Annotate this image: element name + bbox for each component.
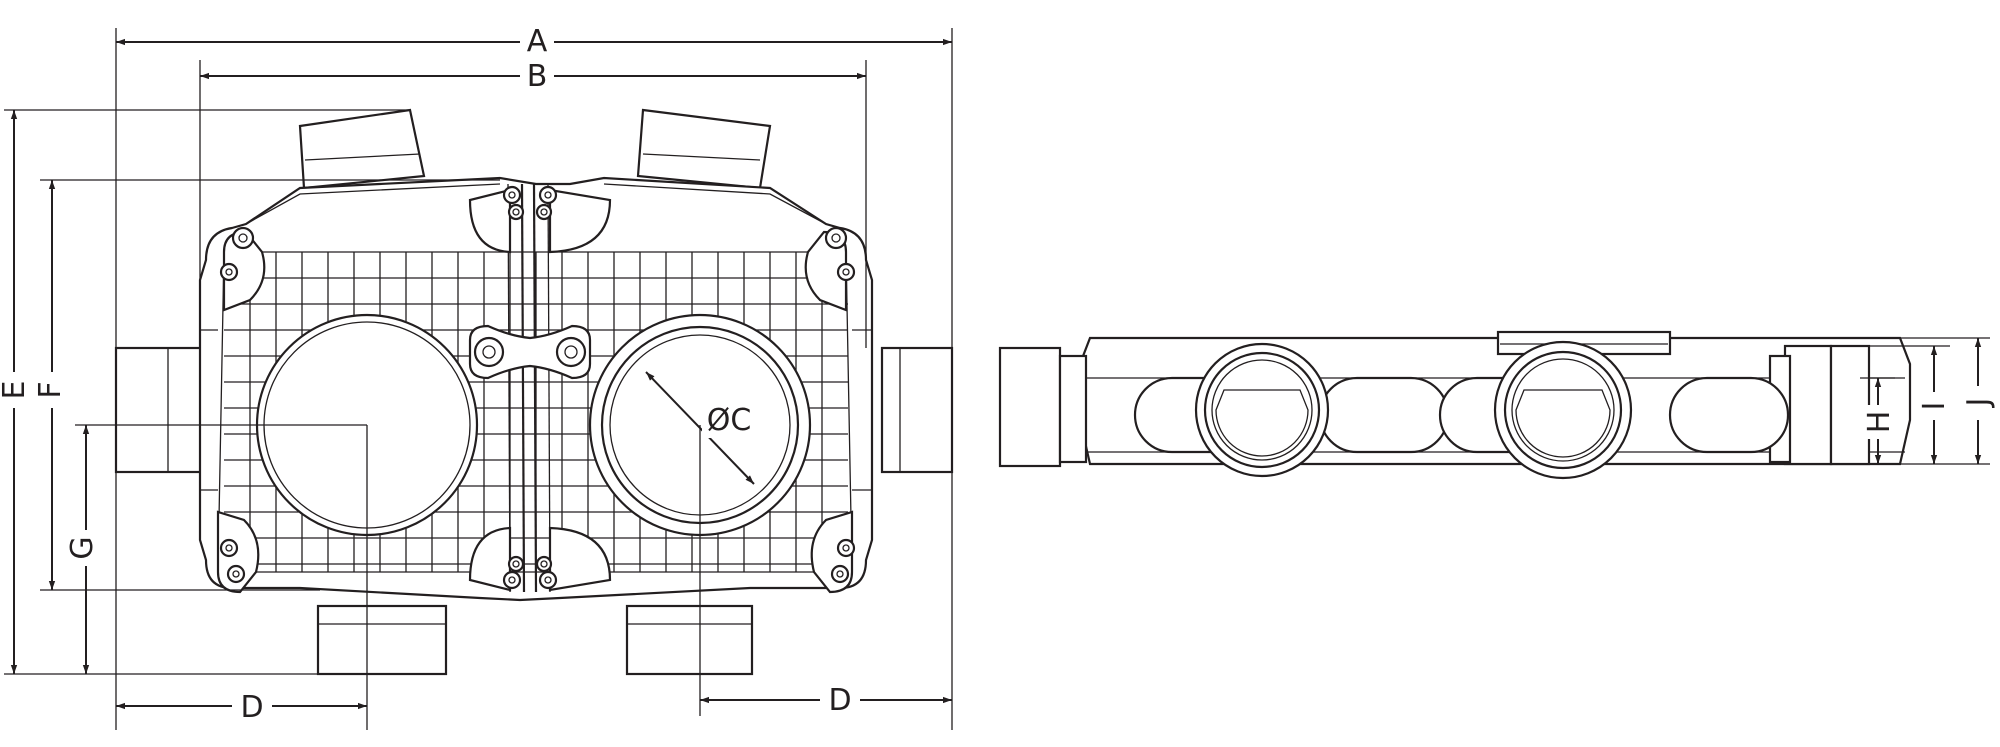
- right-side-spigot: [880, 346, 954, 474]
- dim-d-left-label: D: [240, 690, 263, 725]
- side-left-port: [1194, 342, 1330, 478]
- dim-e-label: E: [0, 381, 32, 400]
- top-right-spigot: [636, 108, 772, 190]
- dim-b-label: B: [527, 59, 548, 94]
- corner-lobes: [216, 188, 854, 594]
- dim-a-label: A: [527, 24, 548, 59]
- side-right-port: [1493, 340, 1633, 480]
- left-side-spigot: [114, 346, 210, 474]
- left-end-spigot: [998, 346, 1088, 468]
- dim-c-label: ØC: [707, 403, 752, 438]
- dimensions: A B E F G D D ØC H I J: [0, 20, 1996, 730]
- bottom-right-spigot: [625, 604, 754, 676]
- dim-h-label: H: [1862, 411, 1897, 434]
- dim-c-line: [645, 371, 755, 485]
- top-left-spigot: [298, 108, 426, 190]
- dim-j-label: J: [1961, 398, 1996, 409]
- dim-f-label: F: [33, 381, 68, 398]
- centre-bracket: [468, 324, 592, 380]
- side-view: [998, 330, 1912, 480]
- dim-i-label: I: [1917, 402, 1952, 411]
- bottom-left-spigot: [316, 604, 448, 676]
- dim-g-label: G: [65, 536, 100, 559]
- dim-d-right-label: D: [828, 683, 851, 718]
- screw-bosses: [219, 185, 856, 590]
